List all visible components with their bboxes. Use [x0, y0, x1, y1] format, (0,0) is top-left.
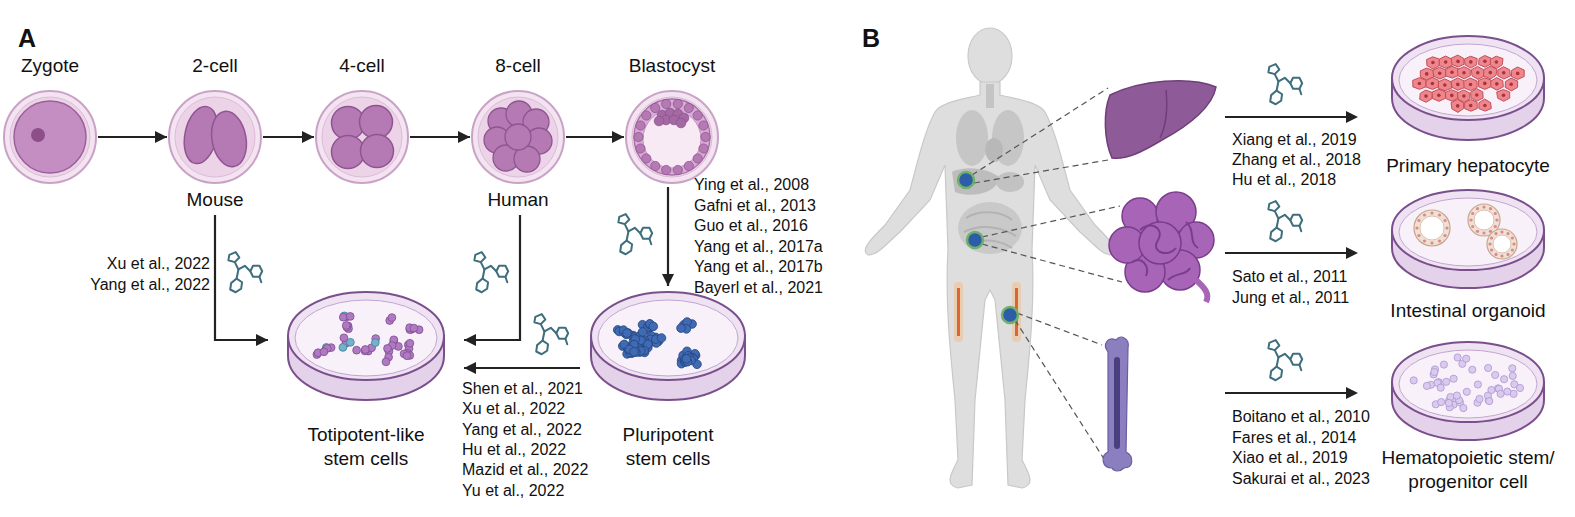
petri-dish: [580, 286, 756, 404]
embryo-stage: 8-cellHuman: [470, 55, 566, 215]
citation: Ying et al., 2008: [694, 175, 809, 195]
dish-label: Intestinal organoid: [1375, 299, 1561, 323]
citation: Xu et al., 2022: [107, 254, 210, 274]
petri-dish: [1370, 336, 1566, 444]
citation: Yu et al., 2022: [462, 481, 564, 501]
leader-lines: [972, 88, 1122, 462]
citation: Xiao et al., 2019: [1232, 448, 1348, 468]
stage-label: Zygote: [0, 55, 128, 77]
culture-dish: Primary hepatocyte: [1370, 30, 1566, 180]
culture-dish: Pluripotent stem cells: [580, 286, 756, 470]
petri-dish: [1370, 186, 1566, 292]
panel-letter: A: [18, 24, 36, 52]
stage-label: 8-cell: [440, 55, 596, 77]
culture-dish: Intestinal organoid: [1370, 186, 1566, 324]
citation: Sato et al., 2011: [1232, 267, 1347, 287]
citation: Mazid et al., 2022: [462, 460, 588, 480]
citation: Sakurai et al., 2023: [1232, 469, 1370, 489]
embryo-drawing: [2, 89, 98, 185]
citation: Guo et al., 2016: [694, 216, 808, 236]
connector-line: [263, 136, 314, 138]
petri-dish: [268, 286, 464, 404]
petri-dish: [1370, 30, 1566, 144]
stage-label: 4-cell: [284, 55, 440, 77]
species-label: Mouse: [137, 189, 293, 211]
arrow-connector: [464, 215, 520, 346]
embryo-drawing: [624, 89, 720, 185]
citation: Gafni et al., 2013: [694, 196, 816, 216]
connector-line: [215, 215, 268, 340]
stage-label: Blastocyst: [594, 55, 750, 77]
dish-label: Primary hepatocyte: [1375, 154, 1561, 178]
citation: Yang et al., 2022: [462, 420, 582, 440]
citation: Hu et al., 2018: [1232, 170, 1336, 190]
dish-label: Totipotent-like stem cells: [294, 423, 439, 471]
arrow-head: [464, 362, 476, 374]
citation: Jung et al., 2011: [1232, 288, 1349, 308]
arrow-connector: [662, 187, 674, 286]
culture-dish: Totipotent-like stem cells: [268, 286, 464, 470]
stage-label: 2-cell: [137, 55, 293, 77]
connector-line: [98, 136, 167, 138]
dish-label: Hematopoietic stem/ progenitor cell: [1375, 446, 1561, 494]
embryo-stage: 2-cellMouse: [167, 55, 263, 215]
culture-dish: Hematopoietic stem/ progenitor cell: [1370, 336, 1566, 496]
small-molecule-icons: [228, 64, 1302, 380]
arrow-connector: [410, 131, 470, 143]
connector-line: [566, 136, 624, 138]
species-label: Human: [440, 189, 596, 211]
dish-label: Pluripotent stem cells: [611, 423, 726, 471]
connector-line: [464, 367, 580, 369]
embryo-drawing: [314, 89, 410, 185]
citation: Boitano et al., 2010: [1232, 407, 1370, 427]
connector-line: [410, 136, 470, 138]
connector-line: [464, 215, 520, 340]
arrow-head: [612, 131, 624, 143]
arrow-head: [458, 131, 470, 143]
arrow-connector: [98, 131, 167, 143]
arrow-head: [464, 334, 476, 346]
panel-letter: B: [862, 24, 880, 52]
citation: Shen et al., 2021: [462, 379, 583, 399]
arrow-head: [662, 274, 674, 286]
citation: Hu et al., 2022: [462, 440, 566, 460]
citation: Fares et al., 2014: [1232, 428, 1357, 448]
liver-organ: [1105, 81, 1216, 159]
intestine-organ: [1109, 192, 1214, 302]
arrow-head: [256, 334, 268, 346]
arrow-connector: [566, 131, 624, 143]
citation: Yang et al., 2017b: [694, 257, 823, 277]
embryo-stage: 4-cell: [314, 55, 410, 187]
arrow-head: [302, 131, 314, 143]
arrow-connector: [215, 215, 268, 346]
citation: Xu et al., 2022: [462, 399, 565, 419]
embryo-stage: Blastocyst: [624, 55, 720, 187]
citation: Bayerl et al., 2021: [694, 278, 823, 298]
connector-line: [667, 187, 669, 286]
citation: Yang et al., 2022: [90, 275, 210, 295]
citation: Zhang et al., 2018: [1232, 150, 1361, 170]
location-dots: [958, 172, 1018, 323]
human-body: [865, 28, 1115, 488]
embryo-stage: Zygote: [2, 55, 98, 187]
embryo-drawing: [167, 89, 263, 185]
arrow-head: [155, 131, 167, 143]
arrow-connector: [263, 131, 314, 143]
arrow-connector: [464, 362, 580, 374]
citation: Yang et al., 2017a: [694, 237, 823, 257]
citation: Xiang et al., 2019: [1232, 130, 1357, 150]
embryo-drawing: [470, 89, 566, 185]
femur-bone: [1103, 337, 1132, 471]
